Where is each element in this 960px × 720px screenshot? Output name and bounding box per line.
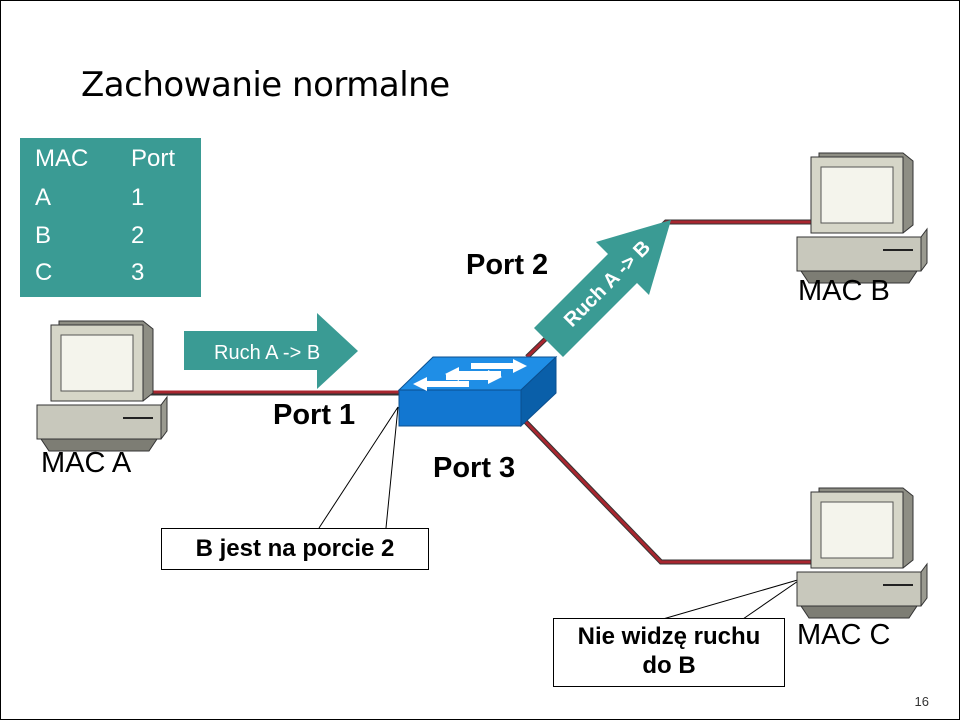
traffic-arrow-diagonal (534, 220, 671, 357)
table-row-port: 2 (131, 222, 145, 249)
host-label-mac-b: MAC B (798, 275, 890, 307)
table-row-mac: C (35, 259, 53, 286)
callout-pointer-host-c (662, 578, 802, 620)
port-3-label: Port 3 (433, 452, 516, 484)
switch-note-text: B jest na porcie 2 (195, 535, 395, 562)
table-header-port: Port (131, 145, 176, 172)
switch-icon (397, 355, 558, 428)
traffic-arrow-horizontal (184, 313, 358, 389)
table-row-port: 1 (131, 184, 145, 211)
callout-pointer-switch (318, 406, 399, 529)
port-1-label: Port 1 (273, 399, 356, 431)
computer-icon-mac-b (796, 152, 928, 284)
table-row-mac: B (35, 222, 52, 249)
cable-port-3 (523, 419, 823, 565)
computer-icon-mac-a (36, 320, 168, 452)
cable-port-1 (151, 390, 399, 396)
host-label-mac-c: MAC C (797, 619, 891, 651)
table-row-port: 3 (131, 259, 145, 286)
host-c-note-line-1: Nie widzę ruchu (577, 623, 761, 650)
host-c-note-line-2: do B (642, 652, 696, 679)
host-label-mac-a: MAC A (41, 447, 132, 479)
slide-title: Zachowanie normalne (81, 65, 450, 105)
switch-note-callout: B jest na porcie 2 (161, 528, 429, 570)
table-header-mac: MAC (35, 145, 89, 172)
table-row-mac: A (35, 184, 52, 211)
host-c-note-callout: Nie widzę ruchu do B (553, 618, 785, 687)
port-2-label: Port 2 (466, 249, 549, 281)
page-number: 16 (914, 694, 929, 709)
traffic-label-horizontal: Ruch A -> B (214, 342, 320, 364)
mac-address-table: MAC Port A 1 B 2 C 3 (20, 138, 201, 297)
computer-icon-mac-c (796, 487, 928, 619)
